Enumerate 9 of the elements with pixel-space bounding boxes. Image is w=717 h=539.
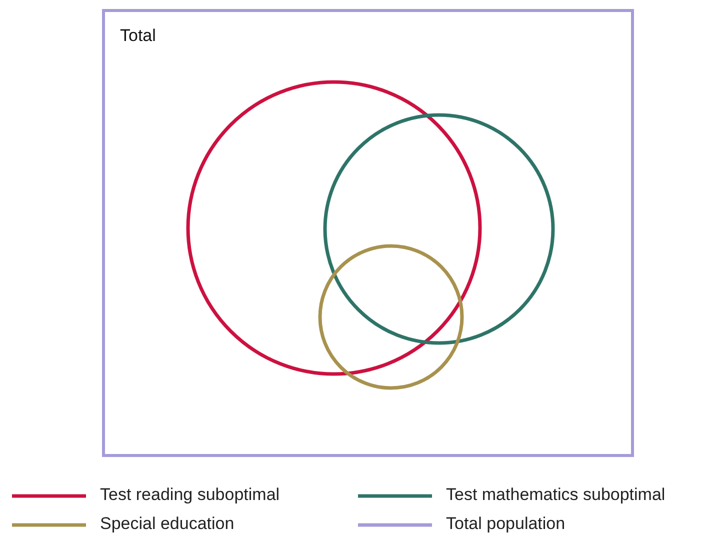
mathematics-circle (323, 113, 555, 345)
legend-label: Special education (100, 514, 234, 534)
reading-circle (186, 80, 482, 376)
legend-label: Test reading suboptimal (100, 485, 280, 505)
special-education-circle (318, 244, 464, 390)
population-frame (102, 9, 634, 457)
legend-label: Total population (446, 514, 566, 534)
legend-label: Test mathematics suboptimal (446, 485, 666, 505)
frame-title: Total (120, 26, 156, 46)
